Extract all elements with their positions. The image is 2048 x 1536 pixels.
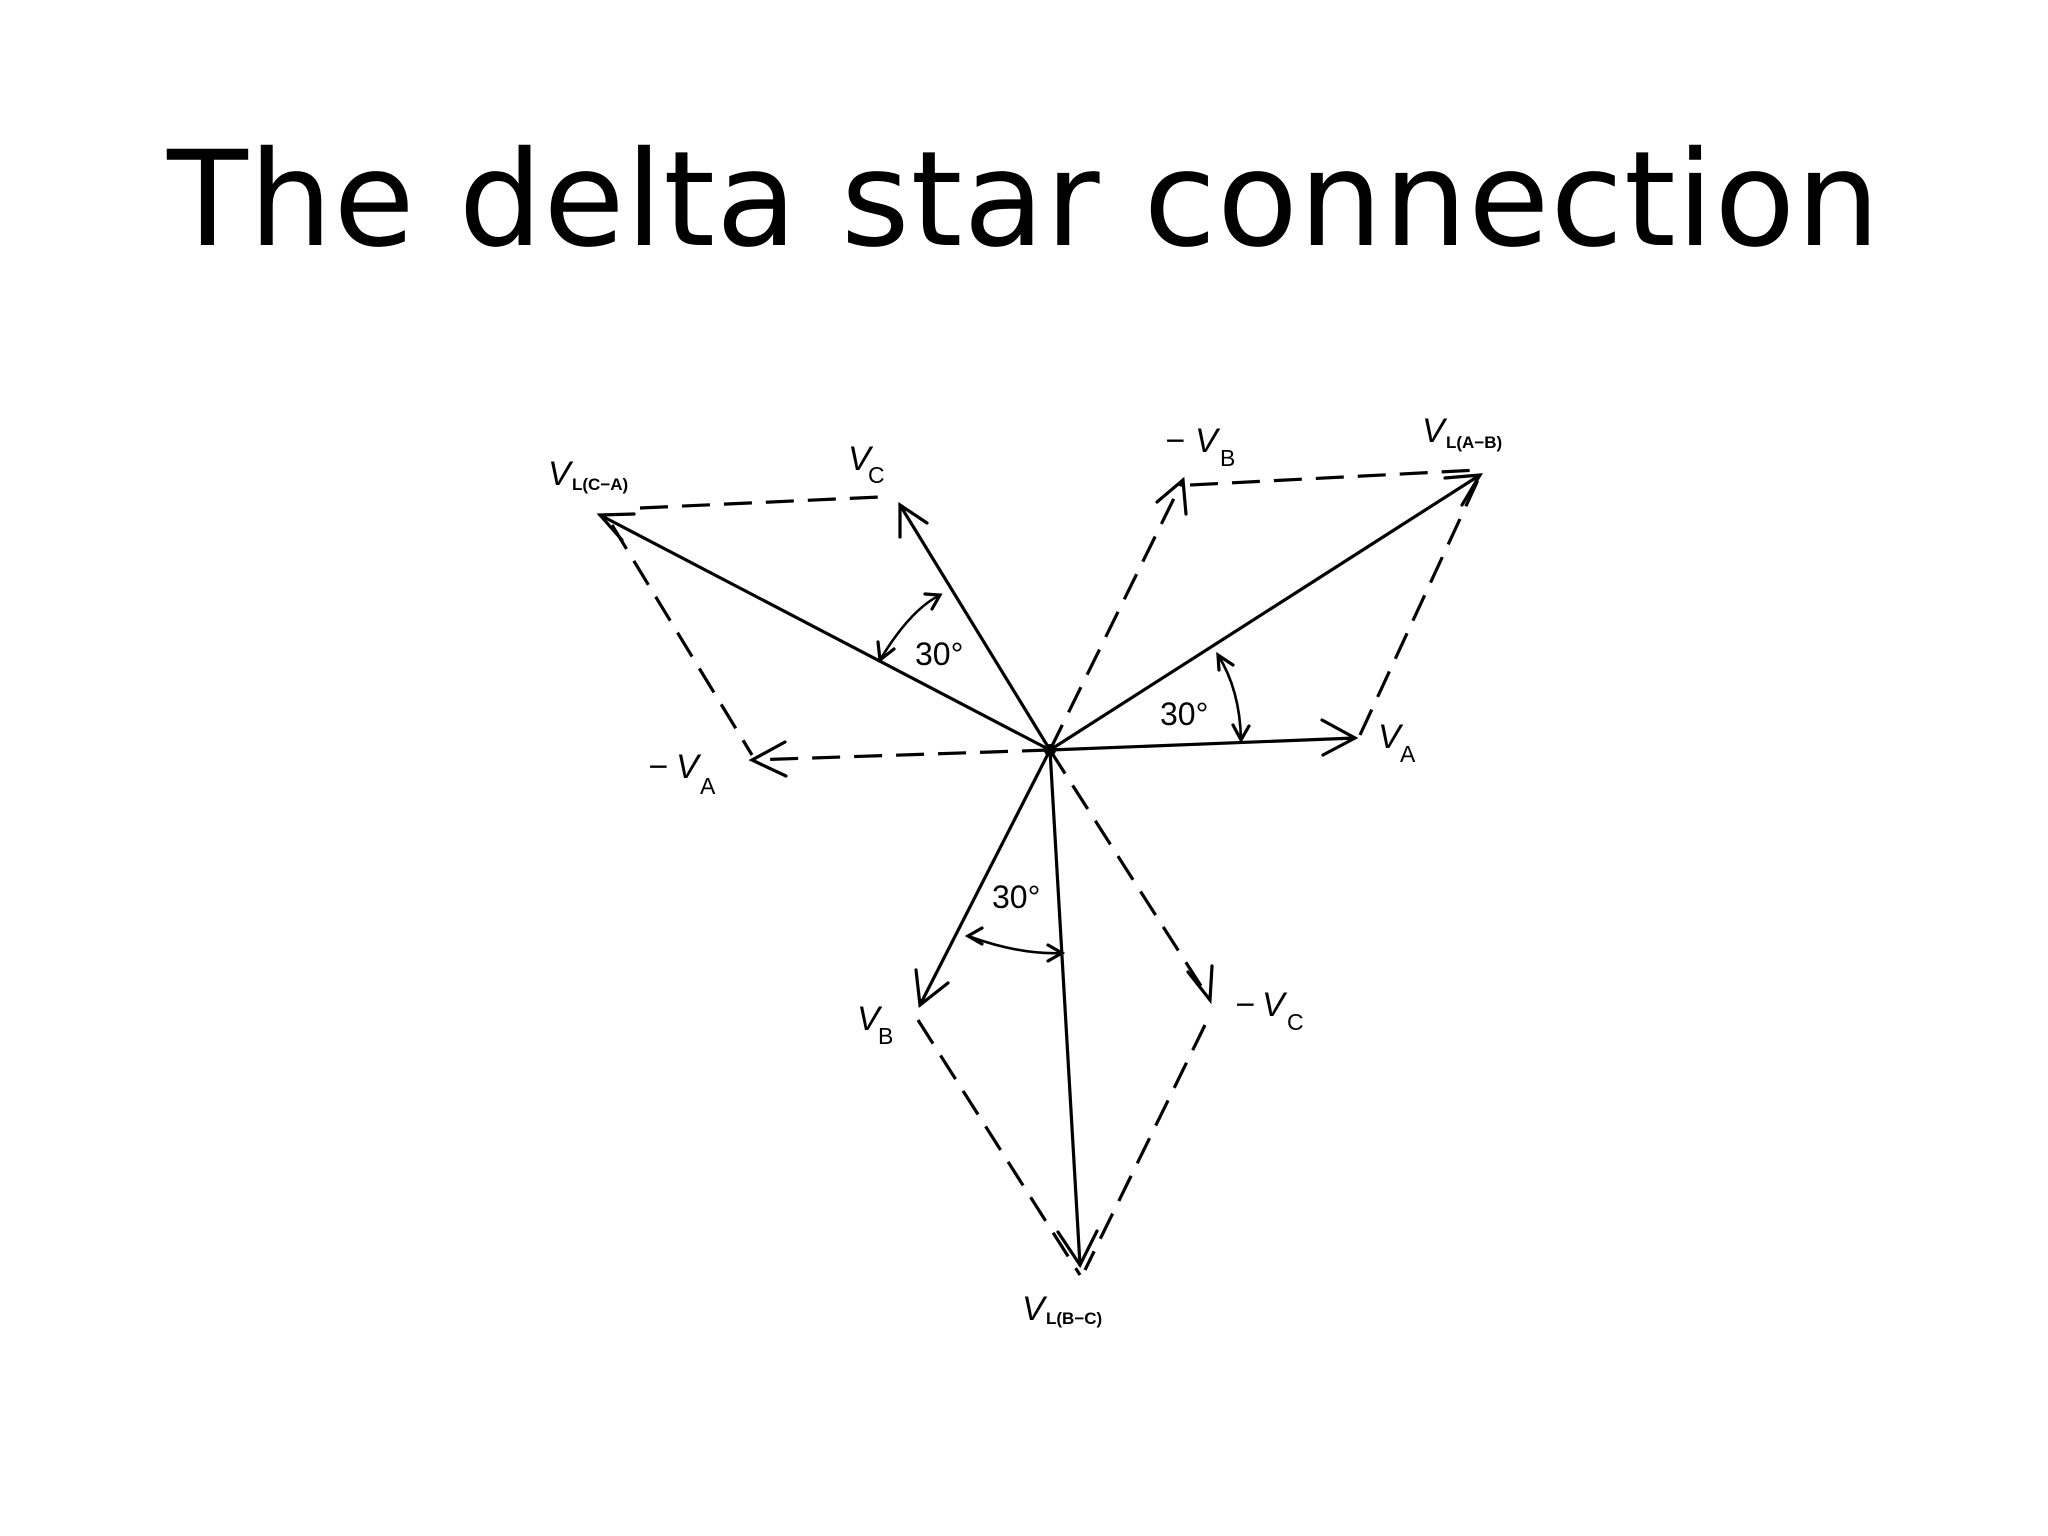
angle-arc-right-arrowhead xyxy=(1216,651,1235,672)
label-vl-ca-sub: L(C−A) xyxy=(572,475,628,494)
label-vb: V B xyxy=(857,1000,893,1049)
vector-neg-vc-arrowhead xyxy=(1186,964,1214,1005)
label-neg-vc: − V C xyxy=(1235,986,1304,1035)
label-vb-main: V xyxy=(857,1000,883,1038)
label-vl-ab-sub: L(A−B) xyxy=(1446,433,1502,452)
label-neg-va-prefix: − xyxy=(648,748,668,786)
label-vl-ca-main: V xyxy=(548,455,574,493)
angle-label-top-left: 30° xyxy=(915,636,963,672)
label-va-main: V xyxy=(1378,718,1404,756)
label-vl-bc: V L(B−C) xyxy=(1022,1290,1102,1328)
construction-line xyxy=(916,1019,1082,1276)
vector-neg-vc xyxy=(1048,749,1212,1001)
label-neg-vc-prefix: − xyxy=(1235,986,1255,1024)
angle-arc-bottom-arrowhead xyxy=(1046,943,1066,963)
label-neg-vb-prefix: − xyxy=(1165,422,1185,460)
angle-arc-bottom xyxy=(967,934,1063,955)
label-neg-vb-sub: B xyxy=(1220,445,1235,471)
vector-vl-bc xyxy=(1048,748,1082,1267)
vector-neg-vb-arrowhead xyxy=(1155,476,1188,516)
origin-point xyxy=(1044,744,1056,756)
vector-vb-arrowhead xyxy=(914,968,950,1009)
vector-neg-va xyxy=(751,748,1051,762)
angle-arc-top-left-arrowhead xyxy=(876,640,896,664)
label-neg-vb-main: V xyxy=(1195,422,1221,460)
vector-vl-ab-arrowhead xyxy=(1443,473,1483,507)
vector-vc xyxy=(898,503,1052,752)
angle-label-bottom: 30° xyxy=(992,879,1040,915)
label-neg-va-sub: A xyxy=(700,773,716,799)
angle-arc-bottom-arrowhead xyxy=(964,926,984,946)
angle-label-right: 30° xyxy=(1160,696,1208,732)
vector-neg-vb xyxy=(1048,479,1185,751)
angle-arc-right xyxy=(1216,654,1243,741)
label-vc-sub: C xyxy=(868,462,885,488)
construction-line xyxy=(610,524,754,756)
angle-arc-right-arrowhead xyxy=(1231,723,1251,744)
label-va: V A xyxy=(1378,718,1416,767)
vector-vl-ca xyxy=(598,513,1052,752)
label-neg-vb: − V B xyxy=(1165,422,1235,471)
construction-line xyxy=(1083,1024,1207,1271)
label-vl-ca: V L(C−A) xyxy=(548,455,628,494)
construction-line xyxy=(1189,468,1479,487)
label-vl-ab-main: V xyxy=(1422,412,1448,450)
label-neg-va: − V A xyxy=(648,748,716,799)
label-neg-vc-main: V xyxy=(1262,986,1288,1024)
label-neg-va-main: V xyxy=(676,748,702,786)
label-vb-sub: B xyxy=(878,1023,893,1049)
vector-neg-va-arrowhead xyxy=(748,740,788,778)
angle-arc-top-left-arrowhead xyxy=(923,592,943,611)
label-neg-vc-sub: C xyxy=(1287,1009,1304,1035)
vector-va xyxy=(1048,736,1357,752)
label-vc-main: V xyxy=(848,440,874,478)
label-vl-bc-main: V xyxy=(1022,1290,1048,1328)
construction-line xyxy=(1358,479,1480,736)
label-vl-bc-sub: L(B−C) xyxy=(1046,1309,1102,1328)
vector-vb xyxy=(918,748,1052,1007)
label-va-sub: A xyxy=(1400,741,1416,767)
label-vl-ab: V L(A−B) xyxy=(1422,412,1502,452)
vector-vl-bc-arrowhead xyxy=(1056,1229,1099,1269)
vector-vc-arrowhead xyxy=(898,502,929,539)
angle-arc-top-left xyxy=(878,593,941,661)
label-vc: V C xyxy=(848,440,885,488)
slide-title: The delta star connection xyxy=(167,123,1881,277)
vector-vl-ab xyxy=(1048,473,1482,752)
vector-va-arrowhead xyxy=(1320,718,1359,757)
construction-line xyxy=(639,495,881,510)
